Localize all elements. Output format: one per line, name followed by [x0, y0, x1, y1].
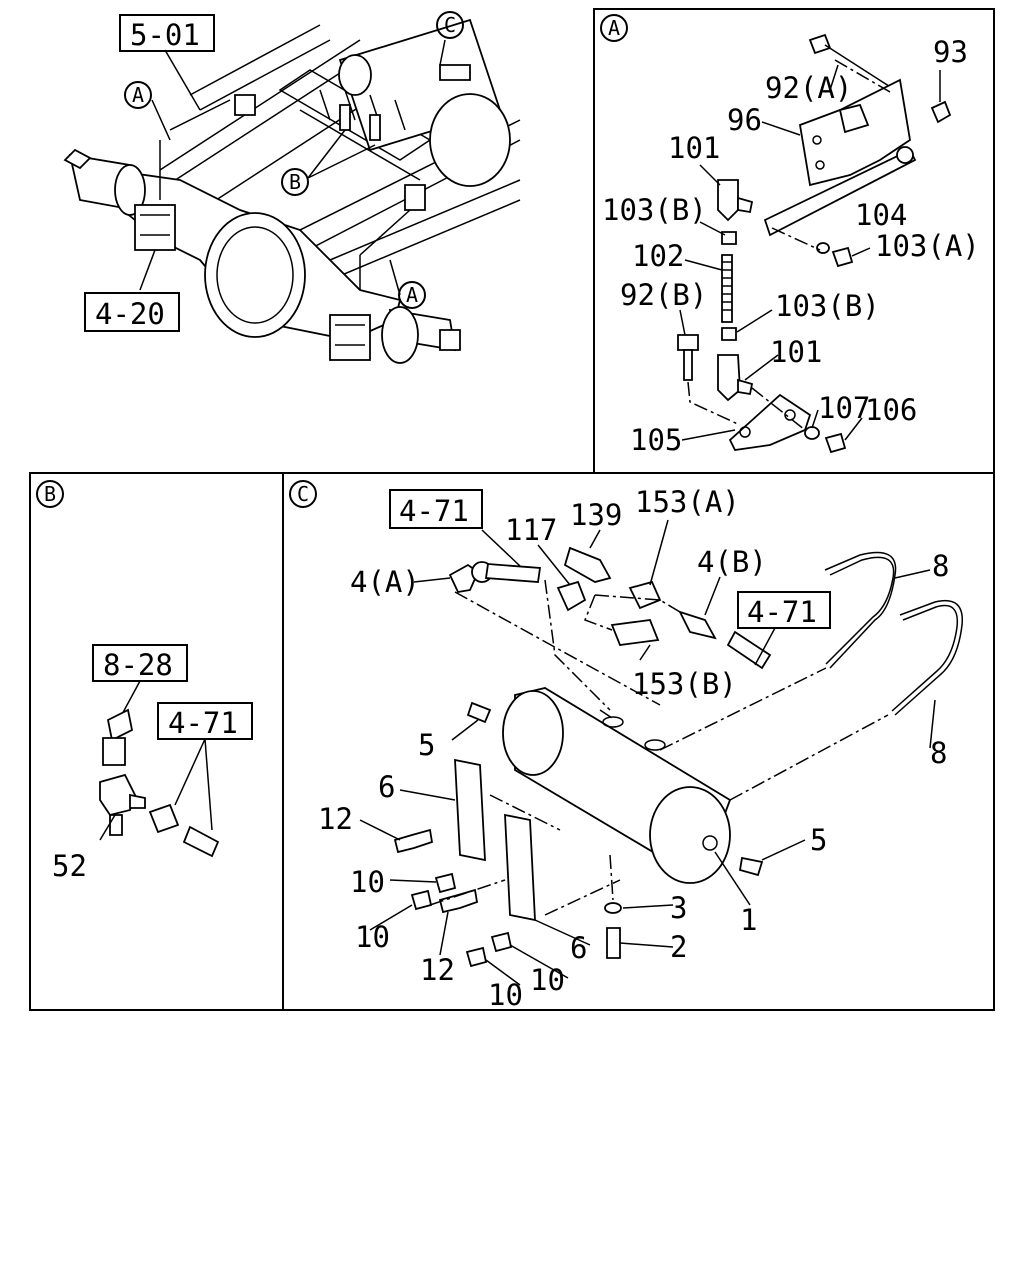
- callout-a-top-label: A: [132, 83, 144, 107]
- panel-a-badge: [600, 14, 628, 42]
- panel-a-badge-label: A: [608, 16, 620, 40]
- label-92a: 92(A): [765, 71, 852, 105]
- label-117: 117: [505, 513, 557, 547]
- label-93: 93: [933, 35, 968, 69]
- ref-box-4-71-c-right[interactable]: [737, 591, 831, 629]
- label-96: 96: [727, 103, 762, 137]
- label-12-bottom: 12: [420, 953, 455, 987]
- ref-4-71-b-label: 4-71: [168, 706, 238, 740]
- ref-8-28-label: 8-28: [103, 648, 173, 682]
- height-valves: [159, 64, 471, 290]
- label-103a: 103(A): [875, 229, 980, 263]
- label-153a: 153(A): [635, 485, 740, 519]
- ref-box-4-71-c-top[interactable]: [389, 489, 483, 529]
- ref-4-71-c-right-label: 4-71: [747, 595, 817, 629]
- callout-c[interactable]: [436, 11, 464, 39]
- label-10-d: 10: [488, 978, 523, 1012]
- label-1: 1: [740, 903, 757, 937]
- label-5-right: 5: [810, 823, 827, 857]
- label-104: 104: [855, 198, 907, 232]
- panel-a-parts: [677, 33, 952, 454]
- label-102: 102: [632, 239, 684, 273]
- callout-a-top[interactable]: [124, 81, 152, 109]
- rear-axle: [63, 148, 461, 364]
- frame-air-tank: [319, 18, 511, 187]
- ref-5-01-label: 5-01: [130, 18, 200, 52]
- panel-b-parts: [99, 680, 220, 858]
- label-101-top: 101: [668, 131, 720, 165]
- ref-4-71-c-top-label: 4-71: [399, 494, 469, 528]
- label-153b: 153(B): [632, 667, 737, 701]
- callout-b-label: B: [289, 170, 301, 194]
- label-4b: 4(B): [697, 545, 767, 579]
- ref-box-4-20[interactable]: [84, 292, 180, 332]
- label-10-b: 10: [355, 920, 390, 954]
- label-105: 105: [630, 423, 682, 457]
- label-52: 52: [52, 849, 87, 883]
- label-139: 139: [570, 498, 622, 532]
- label-101-bottom: 101: [770, 335, 822, 369]
- callout-a-bottom[interactable]: [398, 281, 426, 309]
- label-103b-mid: 103(B): [775, 289, 880, 323]
- label-103b-top: 103(B): [602, 193, 707, 227]
- label-2: 2: [670, 930, 687, 964]
- label-6-right: 6: [570, 931, 587, 965]
- panel-borders: [29, 8, 995, 1011]
- ref-4-20-label: 4-20: [95, 297, 165, 331]
- callout-a-bottom-label: A: [406, 283, 418, 307]
- panel-b-badge: [36, 480, 64, 508]
- callout-c-label: C: [444, 13, 456, 37]
- panel-b-badge-label: B: [44, 482, 56, 506]
- panel-c-parts: [393, 546, 963, 968]
- label-92b: 92(B): [620, 278, 707, 312]
- ref-box-5-01[interactable]: [119, 14, 215, 52]
- label-5-left: 5: [418, 728, 435, 762]
- panel-c-badge-label: C: [297, 482, 309, 506]
- label-10-a: 10: [350, 865, 385, 899]
- panel-c-badge: [289, 480, 317, 508]
- label-12-top: 12: [318, 802, 353, 836]
- label-10-c: 10: [530, 963, 565, 997]
- callout-b[interactable]: [281, 168, 309, 196]
- label-4a: 4(A): [350, 565, 420, 599]
- label-106: 106: [865, 393, 917, 427]
- label-107: 107: [818, 391, 870, 425]
- label-6-left: 6: [378, 770, 395, 804]
- main-chassis-view: [63, 18, 521, 364]
- label-8-top: 8: [932, 549, 949, 583]
- label-8-bottom: 8: [930, 736, 947, 770]
- label-3: 3: [670, 891, 687, 925]
